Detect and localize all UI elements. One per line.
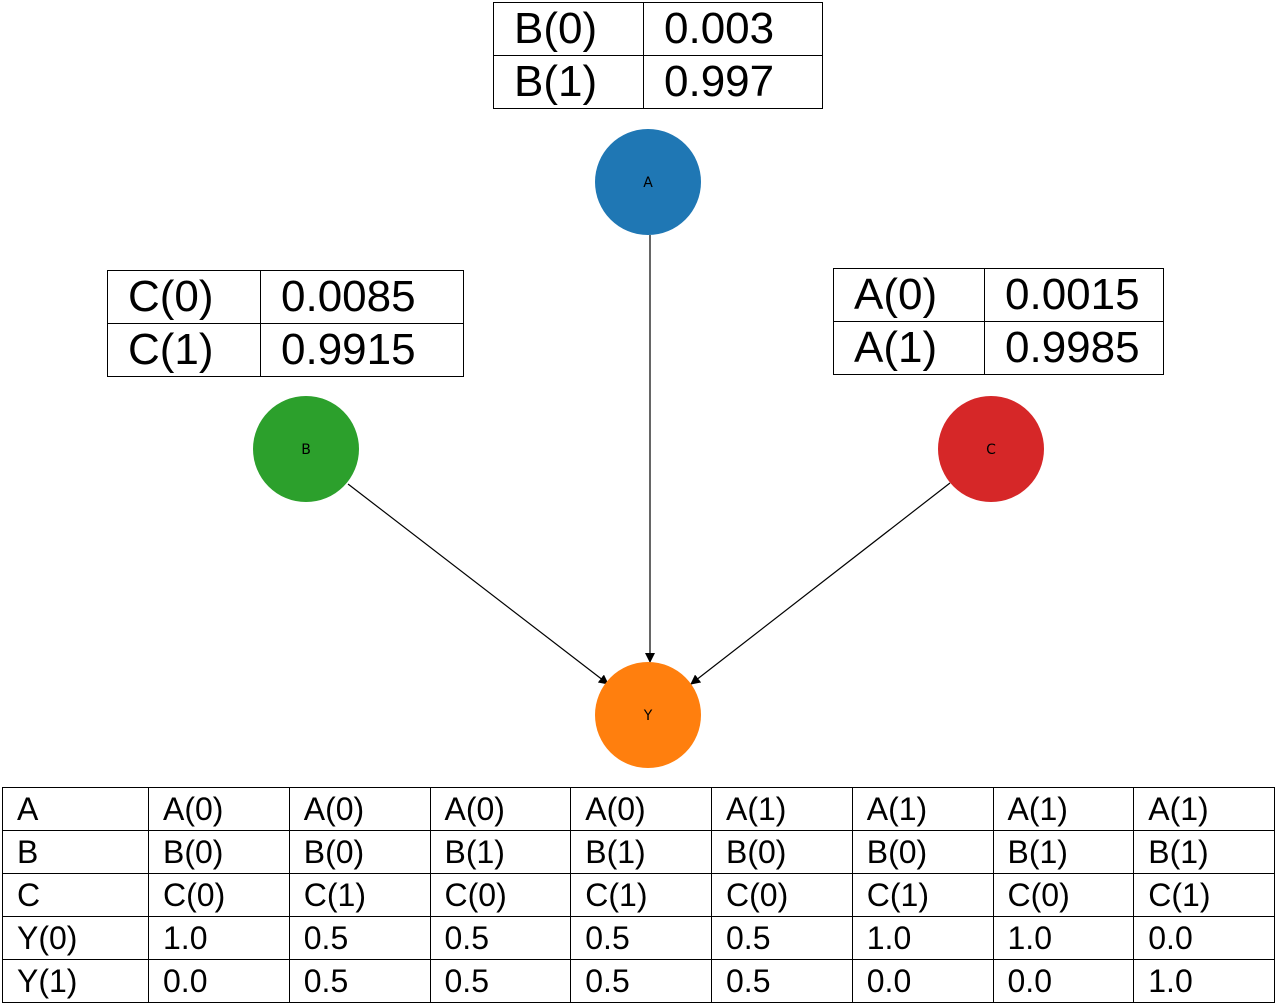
node-a[interactable]: A (595, 129, 701, 235)
table-cell: C(0) (148, 873, 290, 917)
table-cell: A(0) (833, 268, 985, 322)
table-cell: Y(1) (2, 959, 149, 1003)
table-cell: A(0) (429, 787, 572, 831)
node-c[interactable]: C (938, 396, 1044, 502)
table-row: B(1) 0.997 (493, 55, 823, 109)
table-cell: 0.5 (288, 916, 431, 960)
table-cell: B(0) (711, 830, 853, 874)
node-b-label: B (301, 442, 311, 458)
table-cell: A(1) (711, 787, 853, 831)
table-cell: Y(0) (2, 916, 149, 960)
table-cell: B(0) (493, 2, 644, 56)
table-cell: 0.003 (643, 2, 823, 56)
table-cell: A(1) (992, 787, 1135, 831)
table-cell: C(1) (851, 873, 994, 917)
table-cell: B(1) (1133, 830, 1275, 874)
table-cell: 0.0 (1133, 916, 1275, 960)
table-row: A A(0) A(0) A(0) A(0) A(1) A(1) A(1) A(1… (2, 787, 1275, 831)
table-cell: B(1) (429, 830, 572, 874)
table-cell: C(1) (107, 323, 261, 377)
table-cell: C(1) (1133, 873, 1275, 917)
table-row: C(1) 0.9915 (107, 323, 464, 377)
table-cell: B(0) (851, 830, 994, 874)
table-row: C C(0) C(1) C(0) C(1) C(0) C(1) C(0) C(1… (2, 873, 1275, 917)
edge-c-to-y (690, 482, 951, 685)
table-cell: B(1) (493, 55, 644, 109)
table-cell: A(1) (851, 787, 994, 831)
table-cell: 1.0 (148, 916, 290, 960)
node-y[interactable]: Y (595, 662, 701, 768)
node-c-circle (938, 396, 1044, 502)
node-y-label: Y (643, 708, 653, 724)
table-cell: B(0) (288, 830, 431, 874)
table-cell: A(0) (570, 787, 712, 831)
cpd-table-y: A A(0) A(0) A(0) A(0) A(1) A(1) A(1) A(1… (2, 787, 1275, 1003)
table-row: B B(0) B(0) B(1) B(1) B(0) B(0) B(1) B(1… (2, 830, 1275, 874)
table-cell: C(0) (711, 873, 853, 917)
table-cell: 0.5 (288, 959, 431, 1003)
table-cell: C(1) (288, 873, 431, 917)
table-cell: A(0) (148, 787, 290, 831)
table-cell: C(0) (429, 873, 572, 917)
table-cell: 0.0085 (260, 270, 464, 324)
node-c-label: C (986, 442, 996, 458)
table-cell: 0.9915 (260, 323, 464, 377)
cpd-table-c: A(0) 0.0015 A(1) 0.9985 (833, 268, 1164, 375)
table-cell: 0.0 (851, 959, 994, 1003)
table-cell: 0.5 (570, 916, 712, 960)
table-cell: 0.9985 (984, 321, 1164, 375)
table-cell: A (2, 787, 149, 831)
table-cell: C(1) (570, 873, 712, 917)
table-row: C(0) 0.0085 (107, 270, 464, 324)
table-cell: 0.0 (992, 959, 1135, 1003)
node-a-label: A (643, 175, 653, 191)
table-cell: 0.5 (429, 959, 572, 1003)
node-y-circle (595, 662, 701, 768)
table-cell: C (2, 873, 149, 917)
table-cell: B(0) (148, 830, 290, 874)
node-b[interactable]: B (253, 396, 359, 502)
table-row: A(1) 0.9985 (833, 321, 1164, 375)
table-cell: 0.5 (429, 916, 572, 960)
table-cell: 0.997 (643, 55, 823, 109)
node-a-circle (595, 129, 701, 235)
table-cell: 1.0 (1133, 959, 1275, 1003)
table-cell: A(1) (833, 321, 985, 375)
table-cell: A(0) (288, 787, 431, 831)
table-cell: 0.5 (711, 959, 853, 1003)
table-cell: C(0) (107, 270, 261, 324)
node-b-circle (253, 396, 359, 502)
table-row: A(0) 0.0015 (833, 268, 1164, 322)
table-row: Y(0) 1.0 0.5 0.5 0.5 0.5 1.0 1.0 0.0 (2, 916, 1275, 960)
table-cell: A(1) (1133, 787, 1275, 831)
table-cell: 0.5 (570, 959, 712, 1003)
table-cell: 1.0 (992, 916, 1135, 960)
cpd-table-a: B(0) 0.003 B(1) 0.997 (493, 2, 823, 109)
table-cell: B (2, 830, 149, 874)
table-cell: B(1) (992, 830, 1135, 874)
table-cell: B(1) (570, 830, 712, 874)
table-cell: 1.0 (851, 916, 994, 960)
table-cell: C(0) (992, 873, 1135, 917)
table-cell: 0.0015 (984, 268, 1164, 322)
table-cell: 0.5 (711, 916, 853, 960)
table-row: Y(1) 0.0 0.5 0.5 0.5 0.5 0.0 0.0 1.0 (2, 959, 1275, 1003)
cpd-table-b: C(0) 0.0085 C(1) 0.9915 (107, 270, 464, 377)
table-cell: 0.0 (148, 959, 290, 1003)
edge-b-to-y (347, 483, 609, 685)
table-row: B(0) 0.003 (493, 2, 823, 56)
